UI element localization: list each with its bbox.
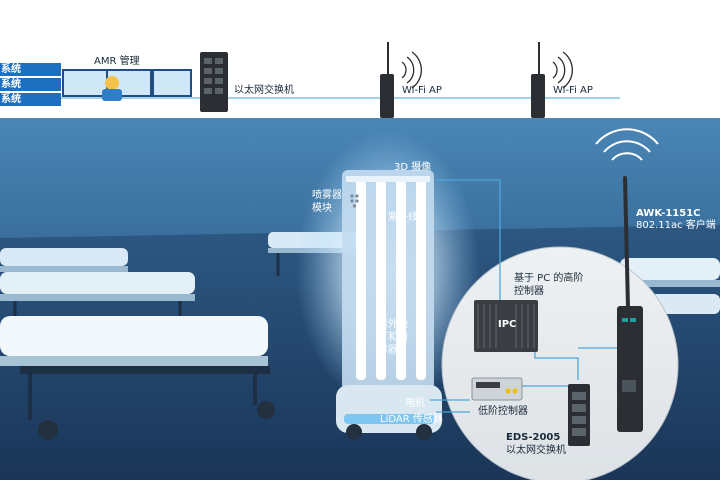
uv-lamp-sprayer-label-line2: 灯和喷	[378, 332, 408, 343]
wifi-ap-1-label: Wi-Fi AP	[402, 85, 442, 96]
wifi-ap-2-icon	[531, 42, 573, 118]
ethernet-switch-label: 以太网交换机	[234, 85, 294, 96]
wifi-ap-1-icon	[380, 42, 422, 118]
wifi-ap-2-label: Wi-Fi AP	[553, 85, 593, 96]
lidar-sensor-label: LiDAR 传感器	[380, 414, 443, 425]
uv-robot	[336, 170, 442, 440]
uv-lamp-sprayer-label-line3: 雾器	[378, 345, 398, 356]
camera-3d-label: 3D 摄像	[394, 162, 432, 173]
system-tab-1: 系统	[0, 63, 61, 76]
high-level-controller-label-line2: 控制器	[514, 286, 544, 297]
awk-1151c-client-icon	[595, 128, 659, 432]
awk-desc-label: 802.11ac 客户端	[636, 220, 716, 231]
low-level-controller-icon	[471, 377, 523, 401]
eds-2005-switch-icon	[568, 384, 590, 446]
ipc-box-icon	[474, 300, 538, 352]
system-tab-2: 系统	[0, 78, 61, 91]
sprayer-module-label-line2: 模块	[312, 203, 332, 214]
eds-model-label: EDS-2005	[506, 432, 561, 443]
uv-lamp-sprayer-label-line1: 紫外线	[378, 319, 408, 330]
sprayer-module-label-line1: 喷雾器	[312, 190, 342, 201]
ethernet-switch-icon	[200, 52, 228, 112]
operator-head	[105, 76, 119, 90]
low-level-controller-label: 低阶控制器	[478, 406, 528, 417]
motor-label: 电机	[405, 398, 425, 409]
high-level-controller-label-line1: 基于 PC 的高阶	[514, 273, 584, 284]
awk-model-label: AWK-1151C	[636, 208, 701, 219]
hospital-bed-left-front	[0, 316, 275, 440]
hospital-bed-right	[620, 258, 720, 314]
amr-management-label: AMR 管理	[94, 56, 140, 67]
system-tab-3: 系统	[0, 93, 61, 106]
eds-desc-label: 以太网交换机	[506, 445, 566, 456]
operator-body	[102, 89, 122, 101]
ipc-label: IPC	[498, 319, 517, 330]
amr-workstation	[62, 69, 192, 101]
uv-label: 紫外线	[388, 212, 418, 223]
